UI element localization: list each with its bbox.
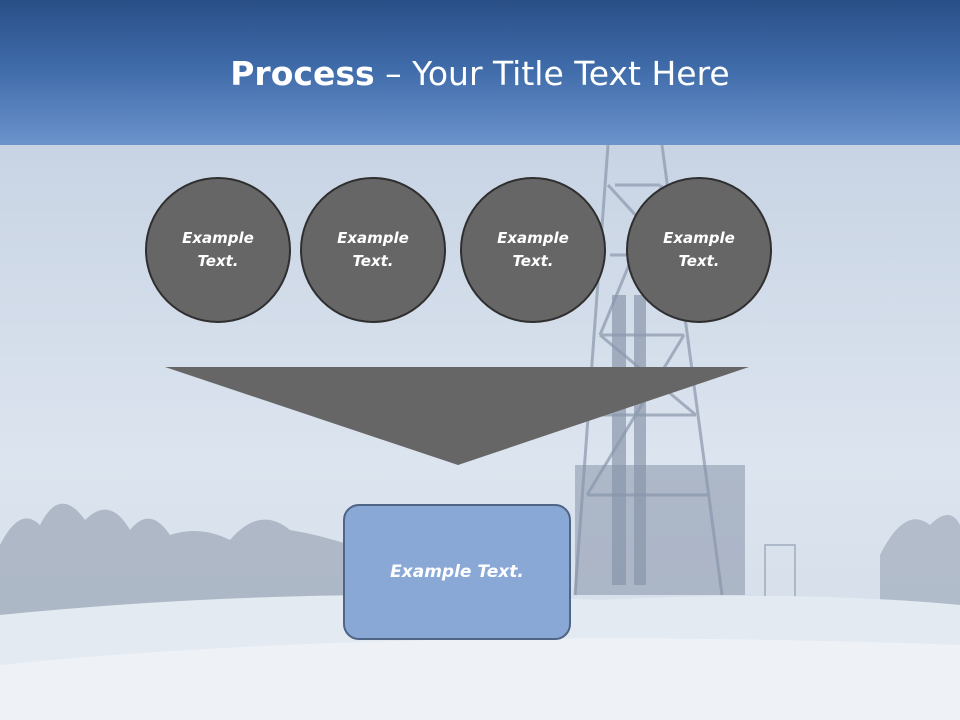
title-bar — [0, 0, 960, 145]
process-step-circle[interactable]: Example Text. — [460, 177, 606, 323]
step-label: Example Text. — [337, 229, 409, 270]
slide-title: Process – Your Title Text Here — [0, 52, 960, 96]
title-dash: – — [374, 54, 413, 93]
title-bold-part: Process — [230, 54, 375, 93]
step-label: Example Text. — [497, 229, 569, 270]
result-box[interactable]: Example Text. — [343, 504, 571, 640]
step-label: Example Text. — [663, 229, 735, 270]
step-label: Example Text. — [182, 229, 254, 270]
process-step-circle[interactable]: Example Text. — [626, 177, 772, 323]
title-text: Your Title Text Here — [412, 54, 730, 93]
process-step-circle[interactable]: Example Text. — [300, 177, 446, 323]
process-step-circle[interactable]: Example Text. — [145, 177, 291, 323]
funnel-arrow-shape[interactable] — [165, 367, 749, 465]
result-label: Example Text. — [390, 562, 524, 582]
